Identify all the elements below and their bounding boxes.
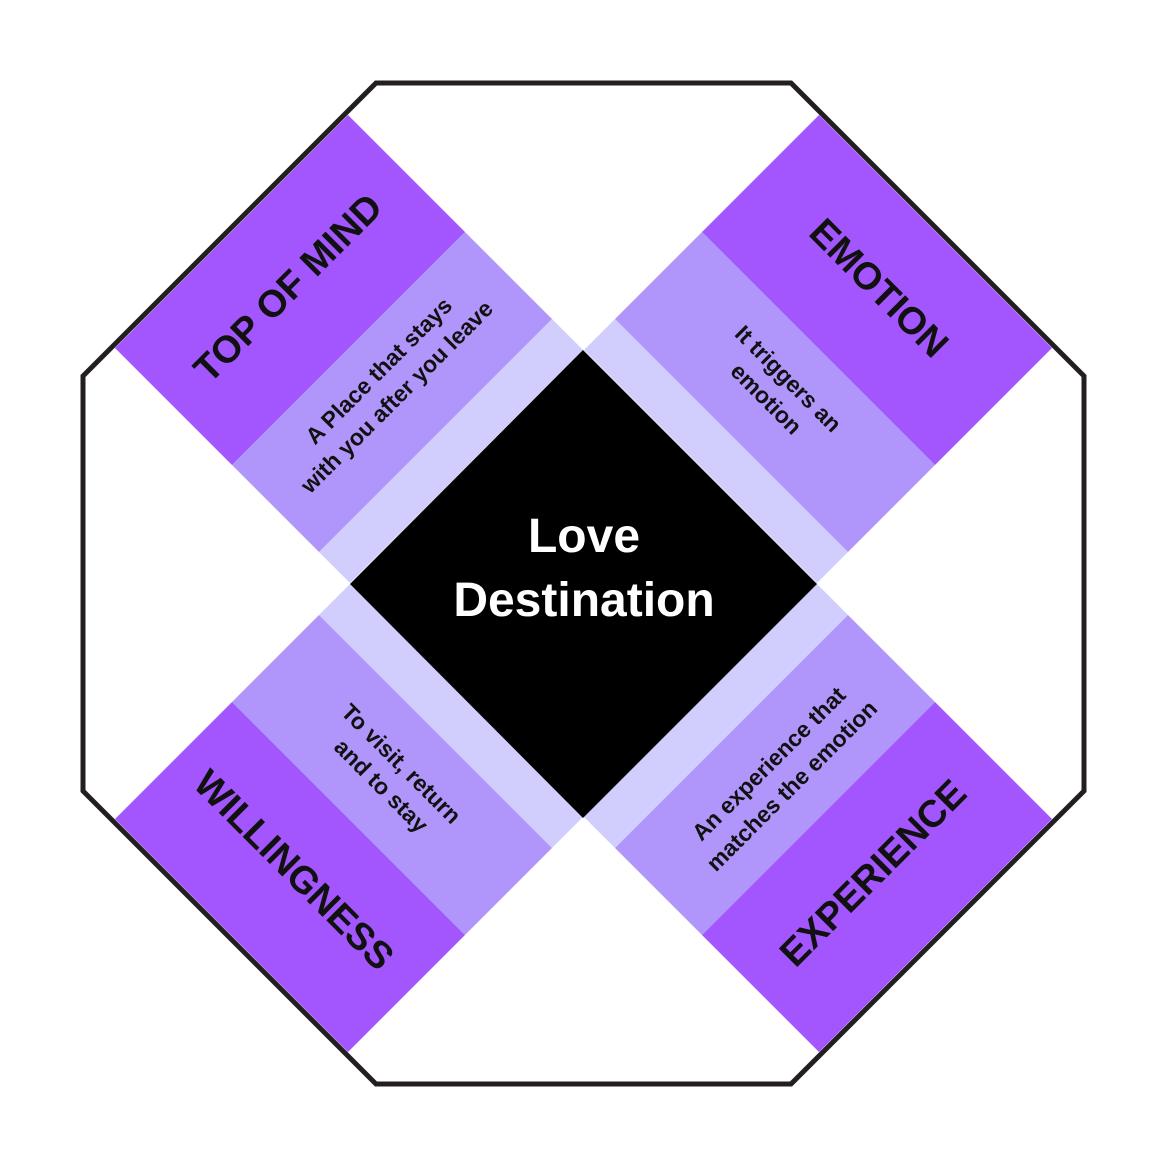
arm-emotion: EMOTION It triggers an emotion bbox=[584, 115, 1052, 583]
arm-emotion-band-inner bbox=[584, 319, 848, 583]
arm-experience-band-middle bbox=[615, 615, 935, 935]
arm-willingness-band-middle bbox=[232, 615, 552, 935]
arm-top-of-mind-band-outer bbox=[115, 115, 465, 465]
center-diamond bbox=[350, 350, 817, 818]
arm-top-of-mind: TOP OF MIND A Place that stays with you … bbox=[115, 115, 583, 583]
arm-experience-band-outer bbox=[702, 702, 1052, 1052]
arm-top-of-mind-band-middle bbox=[232, 232, 552, 552]
center-title-line-1: Love bbox=[528, 510, 640, 563]
arm-emotion-band-middle bbox=[615, 232, 935, 552]
arm-experience: EXPERIENCE An experience that matches th… bbox=[584, 584, 1052, 1052]
arm-willingness-band-inner bbox=[319, 584, 583, 848]
arm-willingness-band-outer bbox=[115, 702, 465, 1052]
arm-top-of-mind-band-inner bbox=[319, 319, 583, 583]
arm-emotion-band-outer bbox=[702, 115, 1052, 465]
arm-experience-band-inner bbox=[584, 584, 848, 848]
center-title-line-2: Destination bbox=[453, 574, 714, 627]
